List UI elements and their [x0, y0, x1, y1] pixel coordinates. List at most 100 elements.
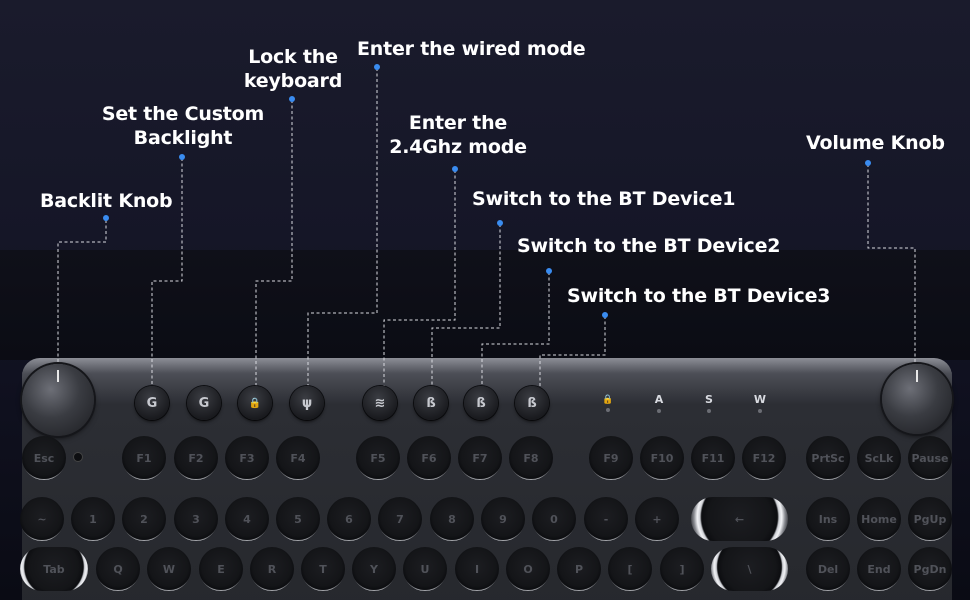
custom-backlight-button-1[interactable]: G: [135, 386, 169, 420]
key-home[interactable]: Home: [857, 497, 901, 541]
callout-dot: [179, 154, 185, 160]
key-f4[interactable]: F4: [276, 436, 320, 480]
callout-dot: [865, 160, 871, 166]
key-tab[interactable]: Tab: [20, 547, 88, 591]
callout-bt-device1: Switch to the BT Device1: [472, 188, 736, 210]
key-y[interactable]: Y: [352, 547, 396, 591]
callout-line: Backlight: [133, 127, 233, 149]
volume-knob[interactable]: [882, 364, 952, 434]
key-9[interactable]: 9: [481, 497, 525, 541]
led-light: [606, 408, 610, 412]
callout-line: keyboard: [243, 70, 343, 92]
led-label: W: [753, 393, 767, 406]
custom-backlight-button-2[interactable]: G: [187, 386, 221, 420]
backlit-knob[interactable]: [22, 364, 94, 436]
led-label: A: [654, 393, 664, 406]
key-f3[interactable]: F3: [225, 436, 269, 480]
key-2[interactable]: 2: [122, 497, 166, 541]
led-label: S: [705, 393, 713, 406]
key-bracket-12[interactable]: ]: [660, 547, 704, 591]
key-bracket-11[interactable]: [: [608, 547, 652, 591]
key-o[interactable]: O: [506, 547, 550, 591]
callout-line: Enter the: [408, 112, 508, 134]
key-plus[interactable]: +: [635, 497, 679, 541]
led-scroll-indicator: S: [701, 393, 717, 413]
callout-bt-device2: Switch to the BT Device2: [517, 235, 781, 257]
callout-backlit-knob: Backlit Knob: [40, 190, 173, 212]
key-f8[interactable]: F8: [509, 436, 553, 480]
callout-line: 2.4Ghz mode: [389, 136, 527, 158]
callout-bt-device3: Switch to the BT Device3: [567, 285, 831, 307]
key-end[interactable]: End: [857, 547, 901, 591]
24ghz-mode-button[interactable]: ≋: [363, 386, 397, 420]
callout-dot: [103, 215, 109, 221]
callout-line: Set the Custom: [101, 103, 265, 125]
wired-mode-button[interactable]: ψ: [290, 386, 324, 420]
key-t[interactable]: T: [301, 547, 345, 591]
lock-keyboard-button[interactable]: 🔒: [238, 386, 272, 420]
led-lock-indicator: 🔒: [600, 395, 616, 412]
key-f9[interactable]: F9: [589, 436, 633, 480]
key-~[interactable]: ~: [20, 497, 64, 541]
key-1[interactable]: 1: [71, 497, 115, 541]
key-f6[interactable]: F6: [407, 436, 451, 480]
callout-24ghz-mode: Enter the 2.4Ghz mode: [388, 111, 528, 159]
key-6[interactable]: 6: [327, 497, 371, 541]
key-f10[interactable]: F10: [640, 436, 684, 480]
led-light: [707, 409, 711, 413]
callout-dot: [289, 96, 295, 102]
key-prtsc[interactable]: PrtSc: [806, 436, 850, 480]
key-u[interactable]: U: [403, 547, 447, 591]
key-r[interactable]: R: [250, 547, 294, 591]
key-esc[interactable]: Esc: [22, 436, 66, 480]
bt-device2-button[interactable]: ß: [464, 386, 498, 420]
key-p[interactable]: P: [557, 547, 601, 591]
key-backspace[interactable]: ←: [691, 497, 788, 541]
callout-dot: [374, 64, 380, 70]
callout-volume-knob: Volume Knob: [806, 132, 945, 154]
key-pgup[interactable]: PgUp: [908, 497, 952, 541]
esc-side-indicator: [74, 453, 82, 461]
key-pgdn[interactable]: PgDn: [908, 547, 952, 591]
key-ins[interactable]: Ins: [806, 497, 850, 541]
callout-line: Lock the: [248, 46, 338, 68]
led-light: [758, 409, 762, 413]
key-del[interactable]: Del: [806, 547, 850, 591]
key-f7[interactable]: F7: [458, 436, 502, 480]
led-label: 🔒: [602, 395, 614, 405]
key-f2[interactable]: F2: [174, 436, 218, 480]
callout-lock-keyboard: Lock the keyboard: [240, 45, 346, 93]
callout-custom-backlight: Set the Custom Backlight: [100, 102, 266, 150]
key-3[interactable]: 3: [174, 497, 218, 541]
key-e[interactable]: E: [199, 547, 243, 591]
key-sclk[interactable]: ScLk: [857, 436, 901, 480]
callout-dot: [452, 166, 458, 172]
callout-dot: [602, 312, 608, 318]
led-light: [657, 409, 661, 413]
background-band: [0, 250, 970, 360]
bt-device1-button[interactable]: ß: [414, 386, 448, 420]
key-i[interactable]: I: [455, 547, 499, 591]
led-caps-indicator: A: [651, 393, 667, 413]
key-pause[interactable]: Pause: [908, 436, 952, 480]
key-f1[interactable]: F1: [122, 436, 166, 480]
key-f12[interactable]: F12: [742, 436, 786, 480]
key-8[interactable]: 8: [430, 497, 474, 541]
key-7[interactable]: 7: [378, 497, 422, 541]
key-f11[interactable]: F11: [691, 436, 735, 480]
key-5[interactable]: 5: [276, 497, 320, 541]
callout-dot: [497, 220, 503, 226]
key-0[interactable]: 0: [532, 497, 576, 541]
key-w[interactable]: W: [147, 547, 191, 591]
key-q[interactable]: Q: [96, 547, 140, 591]
key-4[interactable]: 4: [225, 497, 269, 541]
bt-device3-button[interactable]: ß: [515, 386, 549, 420]
key-f5[interactable]: F5: [356, 436, 400, 480]
key-backslash[interactable]: \: [711, 547, 788, 591]
callout-dot: [546, 268, 552, 274]
key-minus[interactable]: -: [584, 497, 628, 541]
callout-wired-mode: Enter the wired mode: [357, 38, 586, 60]
led-win-indicator: W: [752, 393, 768, 413]
